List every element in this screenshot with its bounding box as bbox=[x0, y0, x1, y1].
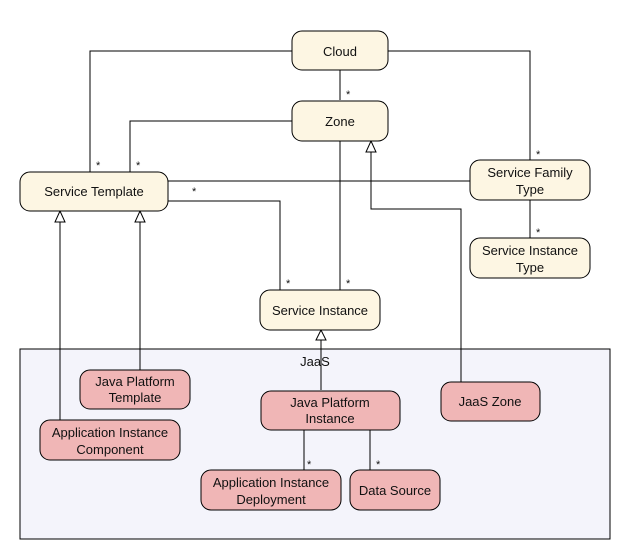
jaaszone-zone-generalization bbox=[370, 152, 462, 382]
node-application-instance-deployment-line1: Application Instance bbox=[213, 475, 329, 490]
node-java-platform-template-line2: Template bbox=[109, 390, 162, 405]
node-application-instance-deployment[interactable]: Application Instance Deployment bbox=[200, 469, 342, 511]
node-service-template-label: Service Template bbox=[44, 184, 143, 199]
node-cloud[interactable]: Cloud bbox=[291, 30, 389, 71]
node-service-family-type-line1: Service Family bbox=[487, 165, 573, 180]
connectors bbox=[59, 50, 531, 470]
node-service-instance-type-line1: Service Instance bbox=[482, 243, 578, 258]
node-service-instance-label: Service Instance bbox=[272, 303, 368, 318]
mult-template-instance-right: * bbox=[286, 278, 291, 290]
node-service-instance-type-line2: Type bbox=[516, 260, 544, 275]
mult-template-instance-left: * bbox=[192, 186, 197, 198]
node-jaas-zone-label: JaaS Zone bbox=[459, 394, 522, 409]
node-java-platform-instance-line1: Java Platform bbox=[290, 395, 369, 410]
node-java-platform-template-line1: Java Platform bbox=[95, 374, 174, 389]
mult-family-instance-type: * bbox=[536, 227, 541, 239]
template-left-triangle-icon bbox=[54, 209, 66, 223]
node-service-instance-type[interactable]: Service Instance Type bbox=[469, 237, 591, 279]
node-data-source-label: Data Source bbox=[359, 483, 431, 498]
node-application-instance-component[interactable]: Application Instance Component bbox=[39, 419, 181, 461]
mult-jpi-deployment: * bbox=[307, 459, 312, 471]
node-zone[interactable]: Zone bbox=[291, 100, 389, 142]
cloud-family-line bbox=[388, 50, 531, 160]
node-application-instance-component-line2: Component bbox=[76, 442, 144, 457]
node-zone-label: Zone bbox=[325, 114, 355, 129]
generalization-arrows bbox=[54, 139, 377, 341]
mult-zone-template: * bbox=[136, 160, 141, 172]
zone-template-line bbox=[129, 120, 292, 172]
node-jaas-zone[interactable]: JaaS Zone bbox=[440, 381, 541, 422]
node-service-family-type-line2: Type bbox=[516, 182, 544, 197]
node-service-family-type[interactable]: Service Family Type bbox=[469, 159, 591, 201]
zone-triangle-icon bbox=[365, 139, 377, 153]
multiplicity-labels: * * * * * * * * * * bbox=[96, 89, 541, 471]
node-data-source[interactable]: Data Source bbox=[349, 469, 441, 511]
node-application-instance-component-line1: Application Instance bbox=[52, 425, 168, 440]
mult-cloud-template: * bbox=[96, 160, 101, 172]
template-right-triangle-icon bbox=[134, 209, 146, 223]
mult-cloud-family: * bbox=[536, 149, 541, 161]
mult-cloud-zone: * bbox=[346, 89, 351, 101]
mult-jpi-datasource: * bbox=[376, 459, 381, 471]
template-instance-line bbox=[168, 200, 281, 290]
mult-zone-instance: * bbox=[346, 278, 351, 290]
node-java-platform-template[interactable]: Java Platform Template bbox=[79, 369, 191, 410]
node-cloud-label: Cloud bbox=[323, 44, 357, 59]
jaas-package-label: JaaS bbox=[300, 354, 330, 369]
cloud-template-line bbox=[89, 50, 292, 172]
node-application-instance-deployment-line2: Deployment bbox=[236, 492, 306, 507]
node-java-platform-instance-line2: Instance bbox=[305, 411, 354, 426]
instance-triangle-icon bbox=[315, 328, 327, 341]
node-service-instance[interactable]: Service Instance bbox=[259, 289, 381, 331]
node-java-platform-instance[interactable]: Java Platform Instance bbox=[260, 390, 401, 431]
node-service-template[interactable]: Service Template bbox=[19, 171, 169, 212]
